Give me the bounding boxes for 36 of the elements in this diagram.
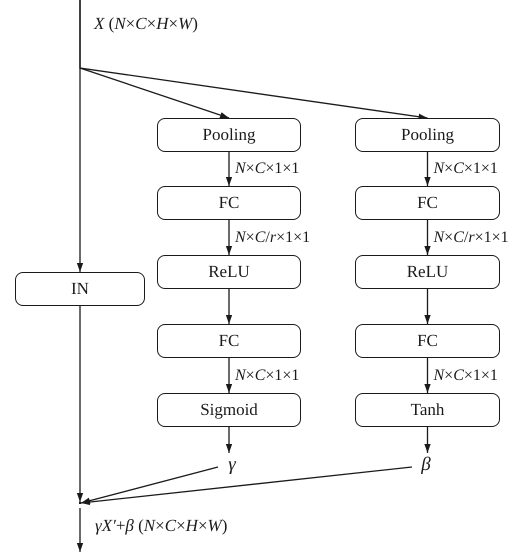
process-box: Pooling <box>157 118 301 152</box>
edge-label: N×C×1×1 <box>434 368 498 384</box>
process-box: Sigmoid <box>157 393 301 427</box>
arrow <box>80 466 412 506</box>
edge-label: N×C/r×1×1 <box>434 230 509 246</box>
arrow <box>79 0 428 120</box>
process-box: Pooling <box>355 118 500 152</box>
arrow <box>424 289 431 324</box>
arrow <box>226 358 232 393</box>
process-box: ReLU <box>157 255 301 289</box>
edge-label: N×C/r×1×1 <box>235 230 310 246</box>
process-box: FC <box>157 324 301 358</box>
variable-symbol: γ <box>220 453 244 477</box>
edge-label: N×C×1×1 <box>235 161 300 177</box>
edge-label: N×C×1×1 <box>434 161 498 177</box>
process-box: FC <box>355 186 500 220</box>
process-box: FC <box>157 186 301 220</box>
arrow <box>424 358 431 393</box>
arrow <box>226 289 232 324</box>
arrow <box>80 466 218 504</box>
arrow <box>226 152 232 186</box>
tensor-label: γX′+β (N×C×H×W) <box>95 517 228 534</box>
arrow <box>424 152 431 186</box>
process-box: Tanh <box>355 393 500 427</box>
process-box: FC <box>355 324 500 358</box>
arrow <box>226 220 232 255</box>
process-box: IN <box>15 272 145 306</box>
edge-label: N×C×1×1 <box>235 368 300 384</box>
arrow <box>76 508 84 552</box>
process-box: ReLU <box>355 255 500 289</box>
arrow <box>226 427 232 453</box>
tensor-label: X (N×C×H×W) <box>94 15 198 32</box>
arrow <box>424 220 431 255</box>
arrow <box>424 427 431 453</box>
variable-symbol: β <box>414 453 438 477</box>
arrow <box>76 306 84 502</box>
